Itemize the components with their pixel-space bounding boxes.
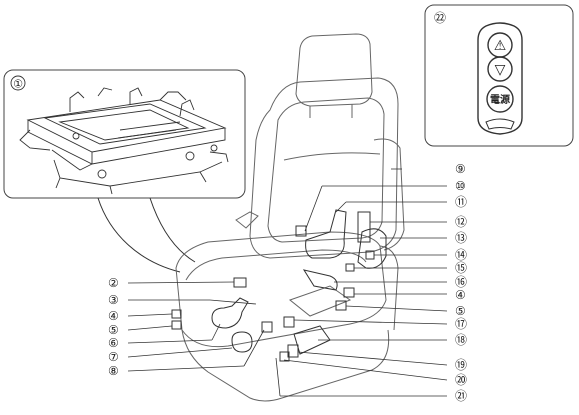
callout-3: ③ bbox=[108, 293, 119, 307]
seat-frame-inset-label-circle bbox=[10, 75, 26, 91]
seat-frame-inset: ① bbox=[3, 69, 246, 273]
callout-2: ② bbox=[108, 276, 119, 290]
part-4-left-connector bbox=[171, 309, 182, 319]
callout-10: ⑩ bbox=[455, 179, 466, 193]
callout-7: ⑦ bbox=[108, 350, 119, 364]
callout-17: ⑰ bbox=[455, 317, 467, 331]
remote-power-button[interactable] bbox=[486, 85, 514, 113]
callout-5-left: ⑤ bbox=[108, 323, 119, 337]
callout-19: ⑲ bbox=[455, 358, 467, 372]
callouts-right: ⑨ ⑩ ⑪ ⑫ ⑬ ⑭ ⑮ ⑯ ④ ⑤ ⑰ ⑱ ⑲ ⑳ ㉑ bbox=[455, 162, 467, 403]
callout-8: ⑧ bbox=[108, 364, 119, 378]
armrest bbox=[235, 211, 259, 229]
part-6-gear bbox=[231, 331, 253, 353]
callout-14: ⑭ bbox=[455, 248, 467, 262]
remote-inset-label: ㉒ bbox=[434, 11, 446, 25]
part-5-left-connector bbox=[171, 320, 182, 330]
callout-12: ⑫ bbox=[455, 215, 467, 229]
part-4-right-connector bbox=[343, 287, 355, 298]
part-5-right-connector bbox=[335, 300, 347, 311]
remote-strap-slot bbox=[485, 118, 515, 130]
part-2-switch bbox=[233, 277, 247, 288]
callout-11: ⑪ bbox=[455, 195, 467, 209]
seat-frame-pointer-line bbox=[149, 197, 196, 263]
part-16-motor bbox=[302, 269, 338, 291]
part-8-bracket bbox=[261, 321, 273, 333]
callout-9: ⑨ bbox=[455, 162, 466, 176]
leader-lines bbox=[127, 168, 448, 397]
backrest bbox=[249, 77, 399, 259]
callout-5-right: ⑤ bbox=[455, 304, 466, 318]
part-15-clip bbox=[345, 263, 355, 272]
remote-inset: ㉒ ⚠ ▽ 電源 bbox=[424, 4, 574, 147]
part-3-motor bbox=[211, 297, 249, 329]
remote-up-glyph: ⚠ bbox=[494, 38, 507, 54]
headrest bbox=[295, 33, 373, 107]
callout-13: ⑬ bbox=[455, 231, 467, 245]
seat-cushion bbox=[175, 231, 387, 348]
part-10-sensor bbox=[295, 225, 307, 237]
part-17-switch bbox=[283, 316, 295, 328]
seat-frame-drawing bbox=[19, 87, 229, 195]
seat-components bbox=[171, 209, 387, 362]
callout-4-right: ④ bbox=[455, 288, 466, 302]
part-11-motor bbox=[305, 209, 347, 259]
remote-inset-box bbox=[424, 4, 574, 147]
remote-down-glyph: ▽ bbox=[495, 62, 506, 78]
callout-20: ⑳ bbox=[455, 373, 467, 387]
seat-drawing bbox=[175, 33, 405, 402]
callout-6: ⑥ bbox=[108, 336, 119, 350]
callouts-left: ② ③ ④ ⑤ ⑥ ⑦ ⑧ bbox=[108, 276, 119, 378]
callout-21: ㉑ bbox=[455, 389, 467, 403]
remote-control: ⚠ ▽ 電源 bbox=[477, 22, 523, 135]
callout-4-left: ④ bbox=[108, 309, 119, 323]
remote-power-label: 電源 bbox=[490, 93, 510, 106]
part-12-switch bbox=[357, 211, 371, 243]
seat-frame-inset-box bbox=[3, 69, 246, 199]
remote-down-button[interactable] bbox=[487, 56, 513, 82]
callout-15: ⑮ bbox=[455, 261, 467, 275]
part-19-switch bbox=[287, 344, 299, 358]
seat-frame-inset-label: ① bbox=[13, 78, 23, 91]
callout-16: ⑯ bbox=[455, 275, 467, 289]
callout-18: ⑱ bbox=[455, 333, 467, 347]
part-20-knob bbox=[279, 351, 290, 362]
remote-body bbox=[477, 22, 523, 135]
seat-frame-pointer-line bbox=[97, 197, 181, 273]
